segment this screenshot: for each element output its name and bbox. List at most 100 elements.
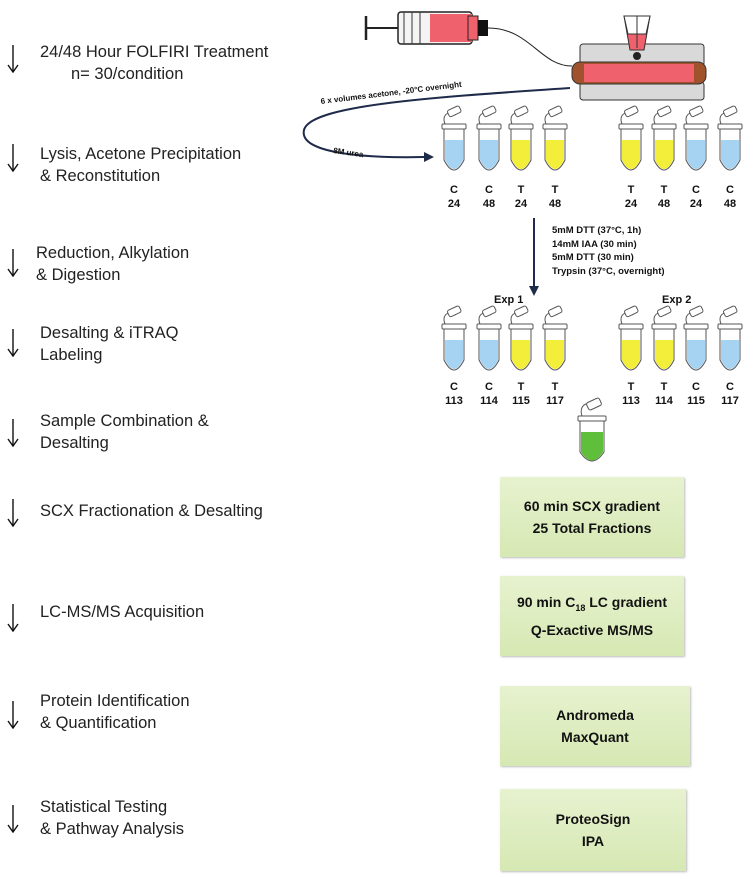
down-arrow-icon xyxy=(7,249,19,278)
exp1-label: Exp 1 xyxy=(494,294,524,306)
tube-group: T xyxy=(660,184,668,196)
tube-time: 48 xyxy=(657,198,671,210)
tube-tag: 117 xyxy=(546,395,564,407)
tube-group: T xyxy=(517,184,525,196)
down-arrow-icon xyxy=(7,604,19,633)
tube-icon xyxy=(683,305,709,371)
tube-tag: 117 xyxy=(721,395,739,407)
step-line1: Reduction, Alkylation xyxy=(36,244,190,262)
step-label: Sample Combination & Desalting xyxy=(40,410,209,454)
tube-icon xyxy=(717,305,743,371)
exp2-label: Exp 2 xyxy=(662,294,692,306)
step-line1: LC-MS/MS Acquisition xyxy=(40,603,205,621)
tube-time: 48 xyxy=(482,198,496,210)
tube-group: C xyxy=(726,381,734,393)
tube-time: 24 xyxy=(689,198,703,210)
tube-icon xyxy=(618,305,644,371)
lc-line2: Q-Exactive MS/MS xyxy=(530,621,654,638)
step-line1: Desalting & iTRAQ xyxy=(40,324,179,342)
tube-icon xyxy=(542,305,568,371)
tube-row-2 xyxy=(441,305,743,371)
step-label: SCX Fractionation & Desalting xyxy=(40,500,263,522)
tube-icon xyxy=(508,105,534,171)
down-arrow-icon xyxy=(7,805,19,834)
step-label: Statistical Testing & Pathway Analysis xyxy=(40,796,184,840)
id-line2: MaxQuant xyxy=(561,729,629,745)
tube-time: 48 xyxy=(723,198,737,210)
step-label: 24/48 Hour FOLFIRI Treatment n= 30/condi… xyxy=(40,41,268,85)
tube-icon xyxy=(508,305,534,371)
down-arrow-icon xyxy=(7,144,19,173)
tube-group: C xyxy=(692,381,700,393)
tube-icon xyxy=(542,105,568,171)
down-arrow-icon xyxy=(7,419,19,448)
step-label: Lysis, Acetone Precipitation & Reconstit… xyxy=(40,143,241,187)
stats-line2: IPA xyxy=(581,833,605,849)
down-arrow-icon xyxy=(7,499,19,528)
urea-label: 8M urea xyxy=(333,146,365,159)
tube-icon xyxy=(441,305,467,371)
scx-line1: 60 min SCX gradient xyxy=(523,498,661,514)
step-label: LC-MS/MS Acquisition xyxy=(40,601,204,623)
step-line1: SCX Fractionation & Desalting xyxy=(40,502,263,520)
tube-tag: 113 xyxy=(445,395,463,407)
tube-group: C xyxy=(450,381,458,393)
tube-time: 24 xyxy=(447,198,461,210)
step-line2: Desalting xyxy=(40,434,109,452)
lc-line1: 90 min C18 LC gradient xyxy=(517,591,667,619)
step-line1: Sample Combination & xyxy=(40,412,209,430)
tube-label: C 24 xyxy=(439,183,469,211)
tube-tag: 114 xyxy=(480,395,498,407)
scx-line2: 25 Total Fractions xyxy=(532,520,652,536)
step-label: Desalting & iTRAQ Labeling xyxy=(40,322,178,366)
tube-icon xyxy=(651,305,677,371)
tube-group: T xyxy=(517,381,525,393)
tube-label: C 117 xyxy=(715,380,745,408)
tube-icon xyxy=(476,305,502,371)
tube-icon xyxy=(683,105,709,171)
tube-time: 24 xyxy=(624,198,638,210)
down-arrow-icon xyxy=(7,701,19,730)
step-line2: & Pathway Analysis xyxy=(40,820,184,838)
tube-icon xyxy=(618,105,644,171)
step-line1: 24/48 Hour FOLFIRI Treatment xyxy=(40,43,269,61)
condition-3: 5mM DTT (30 min) xyxy=(552,252,634,263)
step-line1: Protein Identification xyxy=(40,692,190,710)
tube-icon xyxy=(717,105,743,171)
condition-1: 5mM DTT (37°C, 1h) xyxy=(552,225,642,236)
tube-group: C xyxy=(726,184,734,196)
tube-time: 24 xyxy=(514,198,528,210)
step-line2: & Reconstitution xyxy=(40,167,161,185)
digestion-arrow xyxy=(529,218,539,296)
step-line2: & Quantification xyxy=(40,714,157,732)
condition-2: 14mM IAA (30 min) xyxy=(552,238,637,250)
tube-icon xyxy=(441,105,467,171)
tube-group: C xyxy=(692,184,700,196)
step-label: Reduction, Alkylation & Digestion xyxy=(36,242,189,286)
lc-box: 90 min C18 LC gradient Q-Exactive MS/MS xyxy=(500,576,684,656)
stats-box: ProteoSign IPA xyxy=(500,789,686,871)
device-icon xyxy=(571,15,707,101)
tube-group: T xyxy=(627,184,635,196)
tube-group: C xyxy=(450,184,458,196)
tube-label: T 24 xyxy=(616,183,646,211)
lc-line1-sub: 18 xyxy=(575,602,586,613)
step-label: Protein Identification & Quantification xyxy=(40,690,190,734)
tube-tag: 115 xyxy=(512,395,530,407)
scx-box: 60 min SCX gradient 25 Total Fractions xyxy=(500,477,684,557)
lc-line1-pre: 90 min C xyxy=(516,594,576,611)
tube-time: 48 xyxy=(548,198,562,210)
tube-group: C xyxy=(485,184,493,196)
digestion-conditions: 5mM DTT (37°C, 1h) 14mM IAA (30 min) 5mM… xyxy=(552,224,665,278)
tube-icon xyxy=(651,105,677,171)
tube-label: C 24 xyxy=(681,183,711,211)
lc-line1-post: LC gradient xyxy=(585,594,668,611)
tube-group: T xyxy=(627,381,635,393)
down-arrow-icon xyxy=(7,45,19,74)
id-line1: Andromeda xyxy=(556,707,634,723)
